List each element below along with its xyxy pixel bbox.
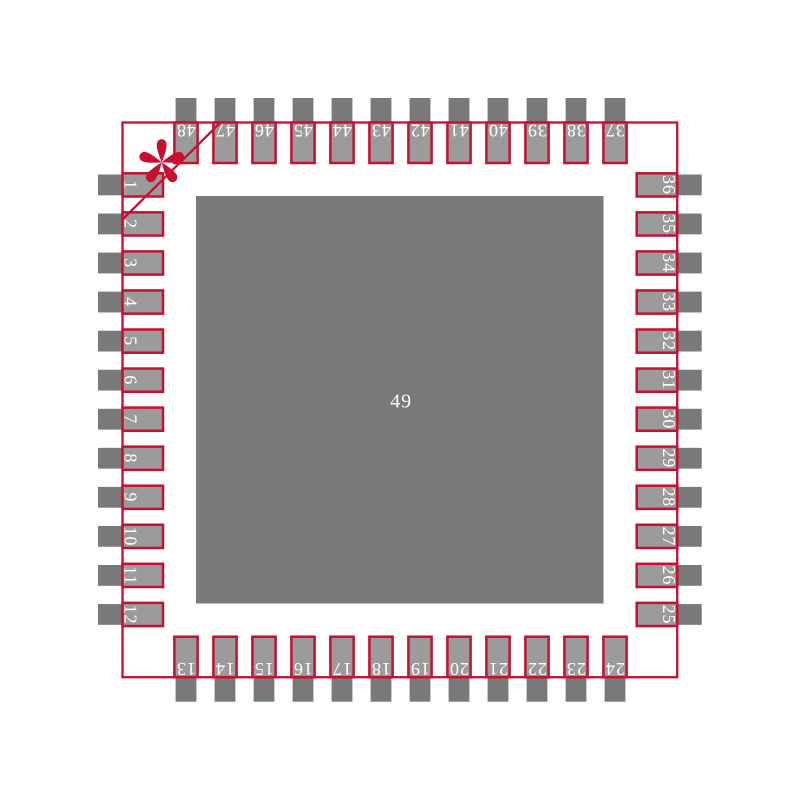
svg-text:36: 36 bbox=[659, 175, 679, 195]
svg-text:46: 46 bbox=[254, 121, 274, 141]
svg-text:12: 12 bbox=[121, 605, 141, 625]
svg-text:40: 40 bbox=[488, 121, 508, 141]
svg-text:47: 47 bbox=[215, 121, 235, 141]
svg-text:18: 18 bbox=[371, 659, 391, 679]
svg-text:11: 11 bbox=[121, 566, 141, 585]
svg-text:23: 23 bbox=[566, 659, 586, 679]
svg-text:16: 16 bbox=[293, 659, 313, 679]
svg-text:3: 3 bbox=[121, 258, 141, 268]
svg-text:24: 24 bbox=[605, 659, 625, 679]
svg-text:33: 33 bbox=[659, 292, 679, 312]
svg-text:32: 32 bbox=[659, 331, 679, 351]
svg-text:38: 38 bbox=[566, 121, 586, 141]
svg-text:6: 6 bbox=[121, 375, 141, 385]
svg-text:45: 45 bbox=[293, 121, 313, 141]
svg-text:1: 1 bbox=[121, 180, 141, 190]
svg-text:8: 8 bbox=[121, 453, 141, 463]
svg-text:17: 17 bbox=[332, 659, 352, 679]
svg-text:41: 41 bbox=[449, 121, 469, 141]
svg-text:14: 14 bbox=[215, 659, 235, 679]
svg-text:39: 39 bbox=[527, 121, 547, 141]
svg-text:20: 20 bbox=[449, 659, 469, 679]
svg-text:35: 35 bbox=[659, 214, 679, 234]
svg-text:43: 43 bbox=[371, 121, 391, 141]
svg-text:26: 26 bbox=[659, 566, 679, 586]
svg-text:44: 44 bbox=[332, 121, 352, 141]
svg-text:10: 10 bbox=[121, 526, 141, 546]
svg-text:15: 15 bbox=[254, 659, 274, 679]
svg-text:9: 9 bbox=[121, 492, 141, 502]
svg-text:2: 2 bbox=[121, 219, 141, 229]
svg-text:5: 5 bbox=[121, 336, 141, 346]
svg-text:25: 25 bbox=[659, 605, 679, 625]
svg-text:21: 21 bbox=[488, 659, 508, 679]
svg-text:27: 27 bbox=[659, 526, 679, 546]
svg-text:30: 30 bbox=[659, 409, 679, 429]
svg-text:48: 48 bbox=[176, 121, 196, 141]
svg-text:29: 29 bbox=[659, 448, 679, 468]
svg-text:49: 49 bbox=[390, 391, 412, 413]
svg-text:22: 22 bbox=[527, 659, 547, 679]
svg-text:19: 19 bbox=[410, 659, 430, 679]
svg-text:37: 37 bbox=[605, 121, 625, 141]
svg-text:28: 28 bbox=[659, 487, 679, 507]
svg-text:13: 13 bbox=[176, 659, 196, 679]
svg-text:34: 34 bbox=[659, 253, 679, 273]
svg-text:4: 4 bbox=[121, 297, 141, 307]
svg-text:31: 31 bbox=[659, 370, 679, 390]
svg-text:42: 42 bbox=[410, 121, 430, 141]
svg-text:7: 7 bbox=[121, 414, 141, 424]
